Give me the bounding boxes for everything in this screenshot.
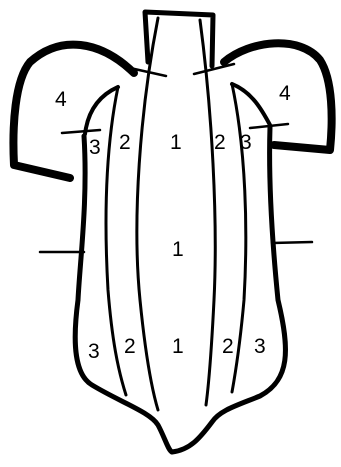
right-waist-line — [272, 242, 312, 243]
left-center-panel-line — [137, 18, 158, 410]
right-side-seam — [172, 127, 285, 452]
zone-label-upper-left-3: 3 — [89, 136, 101, 159]
zone-label-upper-right-2: 2 — [214, 131, 226, 154]
zone-label-lower-right-2: 2 — [222, 335, 234, 358]
zone-label-lower-center-1: 1 — [172, 335, 184, 358]
zone-label-upper-right-3: 3 — [240, 131, 252, 154]
zone-label-lower-right-3: 3 — [254, 335, 266, 358]
zone-label-lower-left-2: 2 — [124, 335, 136, 358]
right-center-panel-line — [200, 20, 215, 405]
zone-label-upper-center-1: 1 — [170, 131, 182, 154]
left-sleeve-outline — [13, 45, 134, 178]
zone-label-upper-left-2: 2 — [119, 131, 131, 154]
zone-label-right-shoulder: 4 — [279, 82, 291, 105]
left-armpit-tick — [62, 130, 100, 133]
zone-label-left-shoulder: 4 — [55, 88, 67, 111]
zone-label-middle-center-1: 1 — [172, 238, 184, 261]
zone-label-lower-left-3: 3 — [88, 340, 100, 363]
